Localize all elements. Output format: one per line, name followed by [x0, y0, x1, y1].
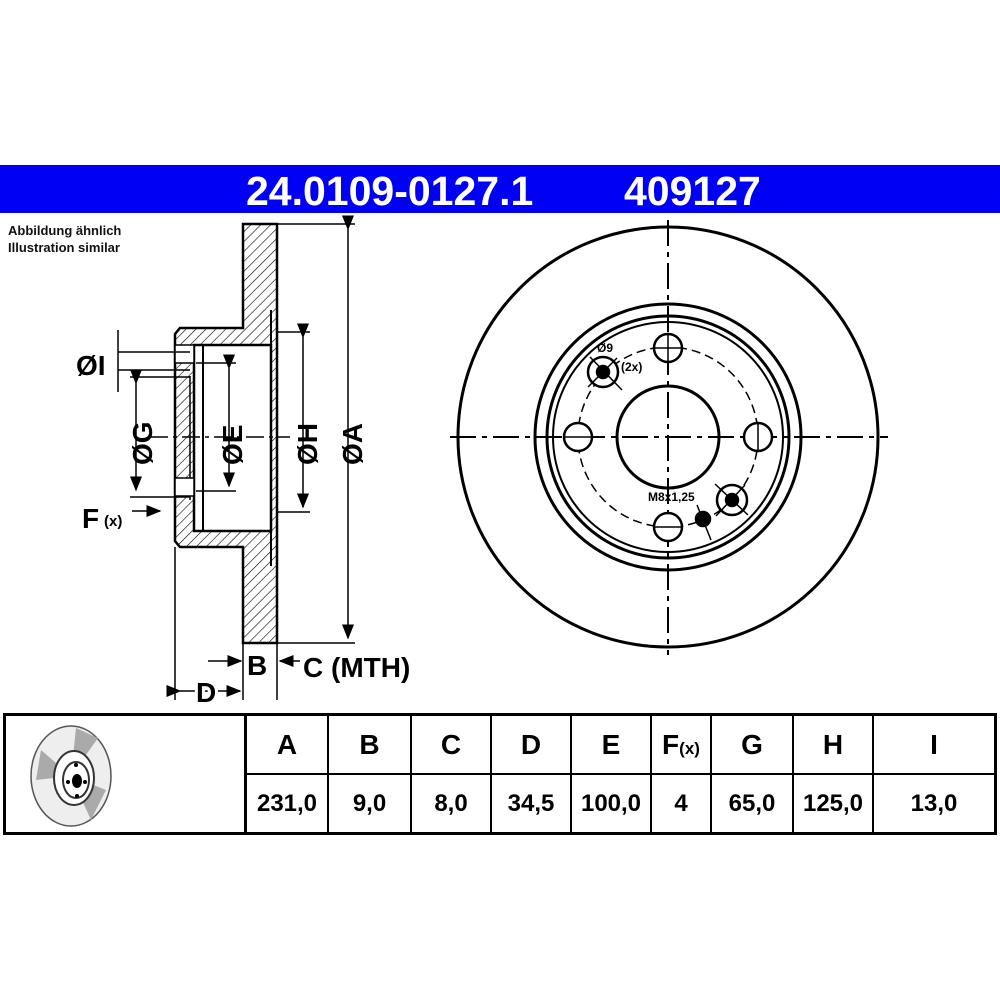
value-a: 231,0	[244, 773, 329, 835]
label-f: F	[82, 503, 99, 534]
label-d: D	[196, 677, 216, 708]
label-hole-count: (2x)	[621, 360, 642, 374]
value-e: 100,0	[570, 773, 652, 835]
value-d: 34,5	[490, 773, 572, 835]
value-i: 13,0	[872, 773, 997, 835]
header-d: D	[490, 713, 572, 775]
spec-table: A B C D E F(x) G H I 231,0 9,0 8,0 34,5 …	[3, 713, 997, 835]
header-g: G	[710, 713, 794, 775]
note-german: Abbildung ähnlich	[8, 223, 122, 238]
label-b: B	[247, 650, 267, 681]
value-f: 4	[650, 773, 712, 835]
label-thread: M8x1,25	[648, 490, 695, 504]
note-english: Illustration similar	[8, 240, 120, 255]
front-view	[450, 220, 888, 655]
header-i: I	[872, 713, 997, 775]
label-hole-diameter: Ø9	[597, 341, 613, 355]
spec-value-row: 231,0 9,0 8,0 34,5 100,0 4 65,0 125,0 13…	[5, 773, 997, 835]
header-e: E	[570, 713, 652, 775]
value-g: 65,0	[710, 773, 794, 835]
front-view-labels: Ø9 (2x) M8x1,25	[597, 341, 695, 504]
side-view	[117, 215, 355, 700]
header-f-letter: F	[662, 728, 680, 760]
article-number: 409127	[624, 168, 761, 214]
header-f: F(x)	[650, 713, 712, 775]
spec-header-row: A B C D E F(x) G H I	[3, 713, 997, 835]
label-f-suffix: (x)	[104, 513, 122, 530]
brake-disc-thumbnail-icon	[30, 725, 112, 827]
label-dia-e: ØE	[217, 425, 248, 465]
label-dia-h: ØH	[292, 423, 323, 465]
value-c: 8,0	[410, 773, 492, 835]
title-band: 24.0109-0127.1 409127	[0, 165, 1000, 214]
header-f-suffix: (x)	[679, 738, 700, 758]
header-c: C	[410, 713, 492, 775]
header-b: B	[327, 713, 412, 775]
label-dia-g: ØG	[127, 421, 158, 465]
value-h: 125,0	[792, 773, 874, 835]
header-a: A	[244, 713, 329, 775]
label-dia-a: ØA	[337, 423, 368, 465]
disc-thumbnail-cell	[3, 713, 247, 835]
value-b: 9,0	[327, 773, 412, 835]
label-dia-i: ØI	[76, 350, 106, 381]
header-h: H	[792, 713, 874, 775]
locating-holes	[586, 355, 749, 541]
label-c-mth: C (MTH)	[303, 652, 410, 683]
side-view-labels: ØI ØG ØE ØH ØA F (x) B C (MTH) D	[76, 350, 410, 711]
illustration-note: Abbildung ähnlich Illustration similar	[8, 222, 121, 256]
part-number: 24.0109-0127.1	[246, 168, 534, 214]
